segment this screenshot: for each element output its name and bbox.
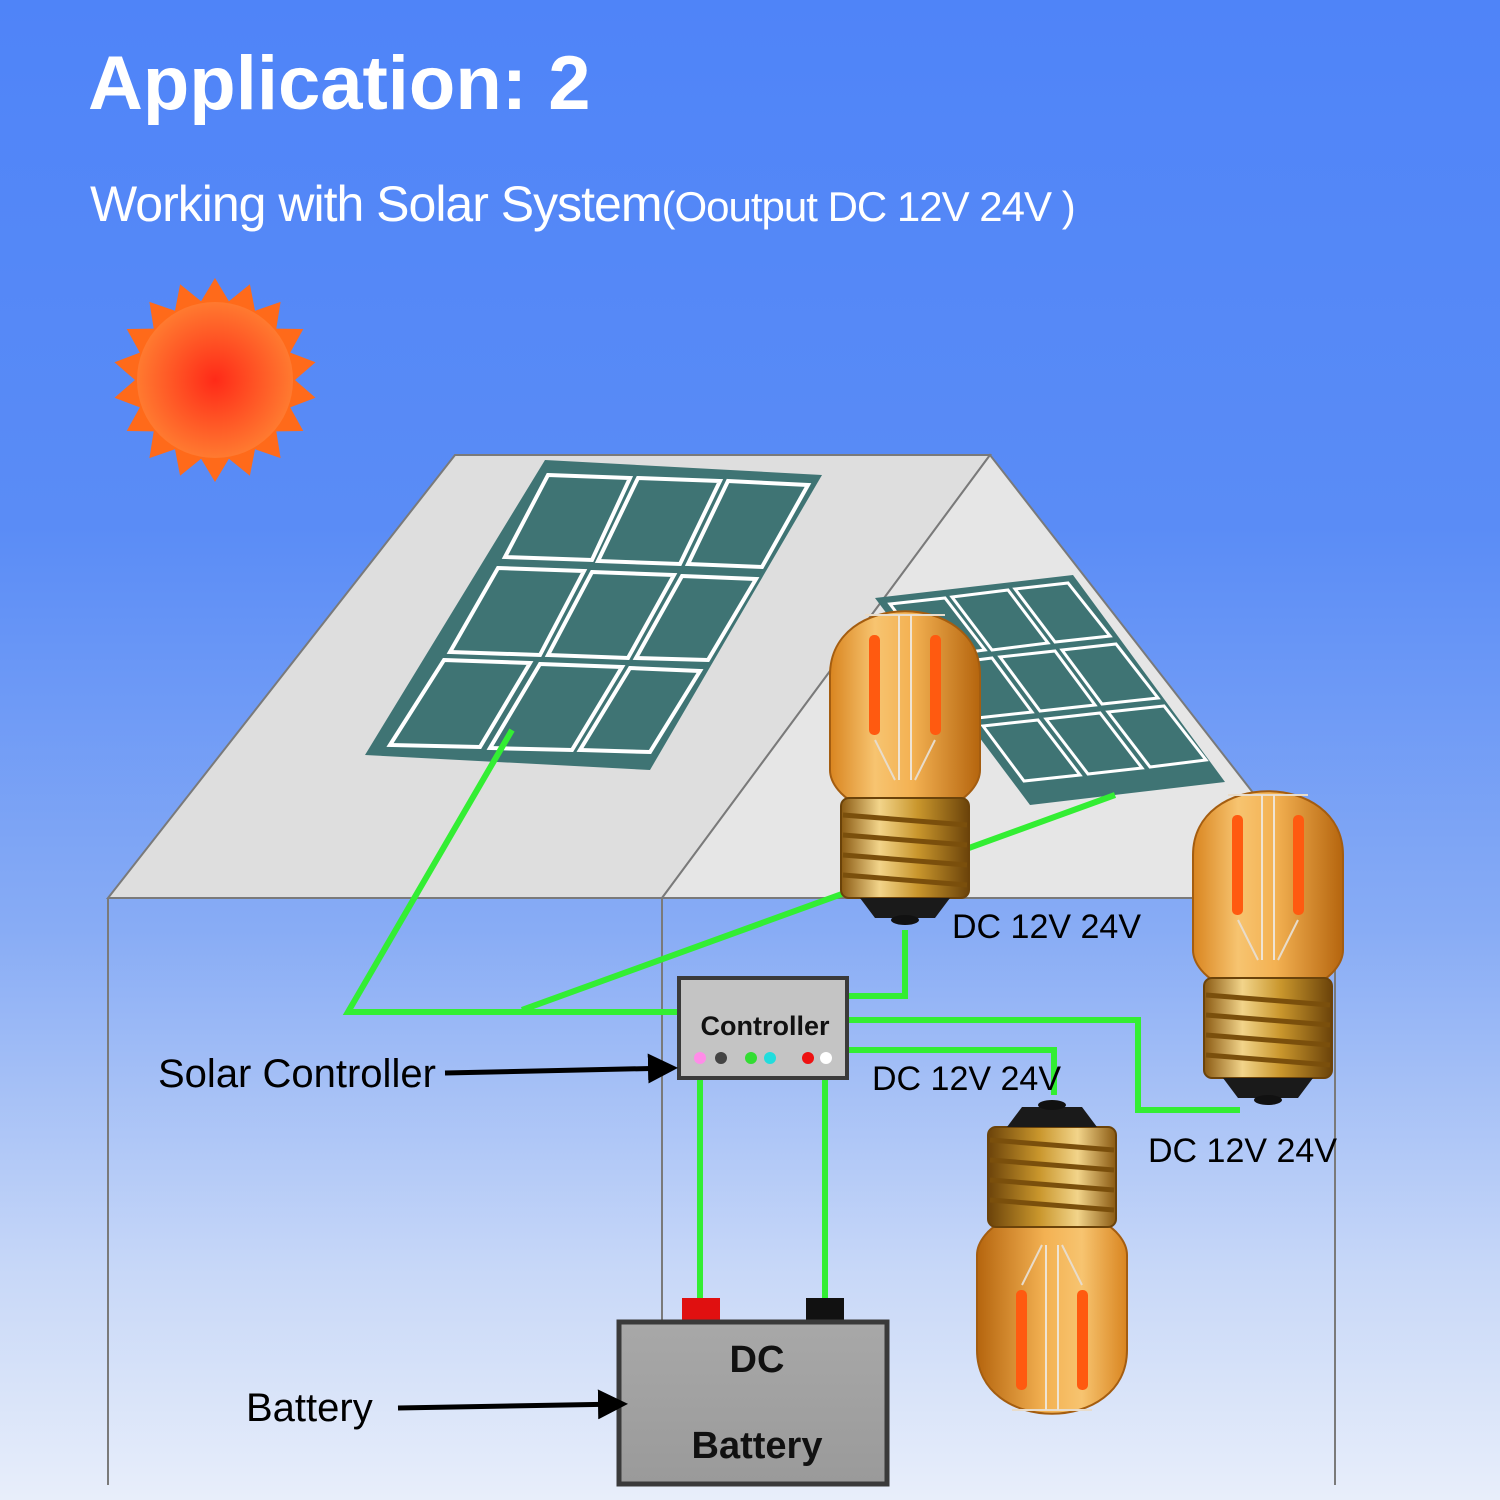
arrow-icon <box>397 1389 628 1420</box>
controller-leds <box>694 1052 832 1064</box>
arrow-icon <box>444 1053 678 1084</box>
led-indicator <box>802 1052 814 1064</box>
light-bulb-icon <box>977 1100 1127 1414</box>
led-indicator <box>715 1052 727 1064</box>
subtitle-detail: (Ooutput DC 12V 24V ) <box>661 183 1075 230</box>
controller-label: Controller <box>700 1011 829 1041</box>
led-indicator <box>745 1052 757 1064</box>
wires <box>342 728 1240 1300</box>
solar-panel-icon <box>365 460 822 770</box>
led-indicator <box>764 1052 776 1064</box>
voltage-label-bottom: DC 12V 24V <box>872 1060 1061 1098</box>
battery-name-label: Battery <box>692 1425 823 1467</box>
voltage-label-top: DC 12V 24V <box>952 908 1141 946</box>
light-bulb-icon <box>1193 791 1343 1105</box>
led-indicator <box>820 1052 832 1064</box>
subtitle-main: Working with Solar System <box>90 176 662 232</box>
voltage-label-right: DC 12V 24V <box>1148 1132 1337 1170</box>
battery-dc-label: DC <box>730 1339 785 1381</box>
solar-controller-box: Controller <box>677 976 849 1080</box>
sun-icon <box>114 278 316 482</box>
page-subtitle: Working with Solar System(Ooutput DC 12V… <box>90 175 1076 233</box>
light-bulb-icon <box>830 611 980 925</box>
battery-icon: DC Battery <box>616 1298 890 1487</box>
led-indicator <box>694 1052 706 1064</box>
page-title: Application: 2 <box>88 41 591 126</box>
solar-controller-label: Solar Controller <box>158 1052 436 1096</box>
battery-label: Battery <box>246 1386 373 1430</box>
